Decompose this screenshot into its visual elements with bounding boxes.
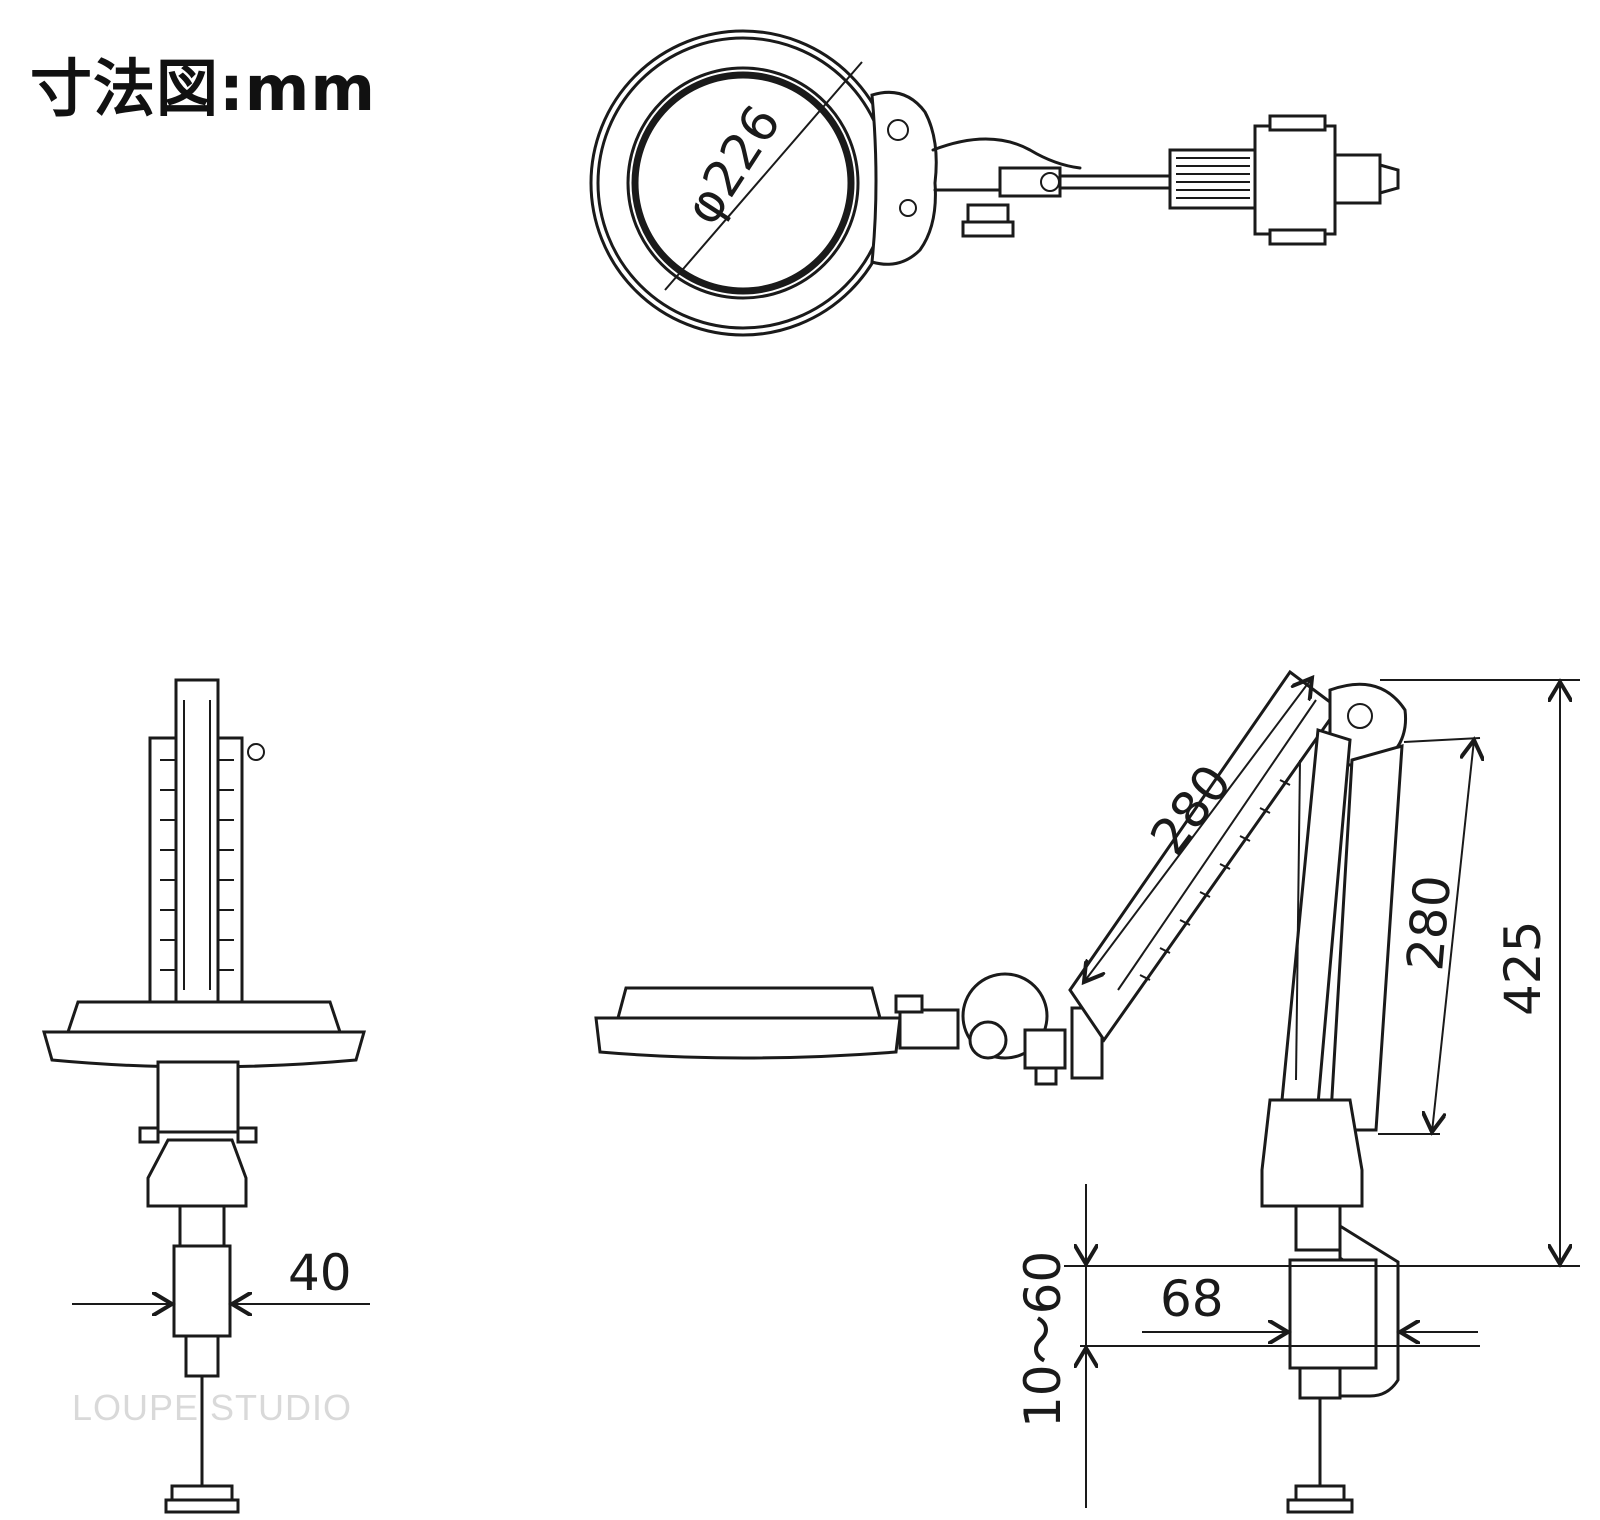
front-view: 40 LOUPE STUDIO [42,678,370,1514]
clamp-depth-label: 68 [1160,1270,1224,1328]
page-title: 寸法図:mm [30,52,377,125]
side-view: 280 280 425 10～60 68 [594,669,1580,1514]
top-view: φ226 [589,29,1400,337]
height-label: 425 [1494,921,1552,1016]
clamp-range-label: 10～60 [1014,1251,1072,1428]
lower-arm-label: 280 [1396,873,1462,973]
clamp-width-label: 40 [288,1244,352,1302]
watermark: LOUPE STUDIO [72,1387,352,1428]
